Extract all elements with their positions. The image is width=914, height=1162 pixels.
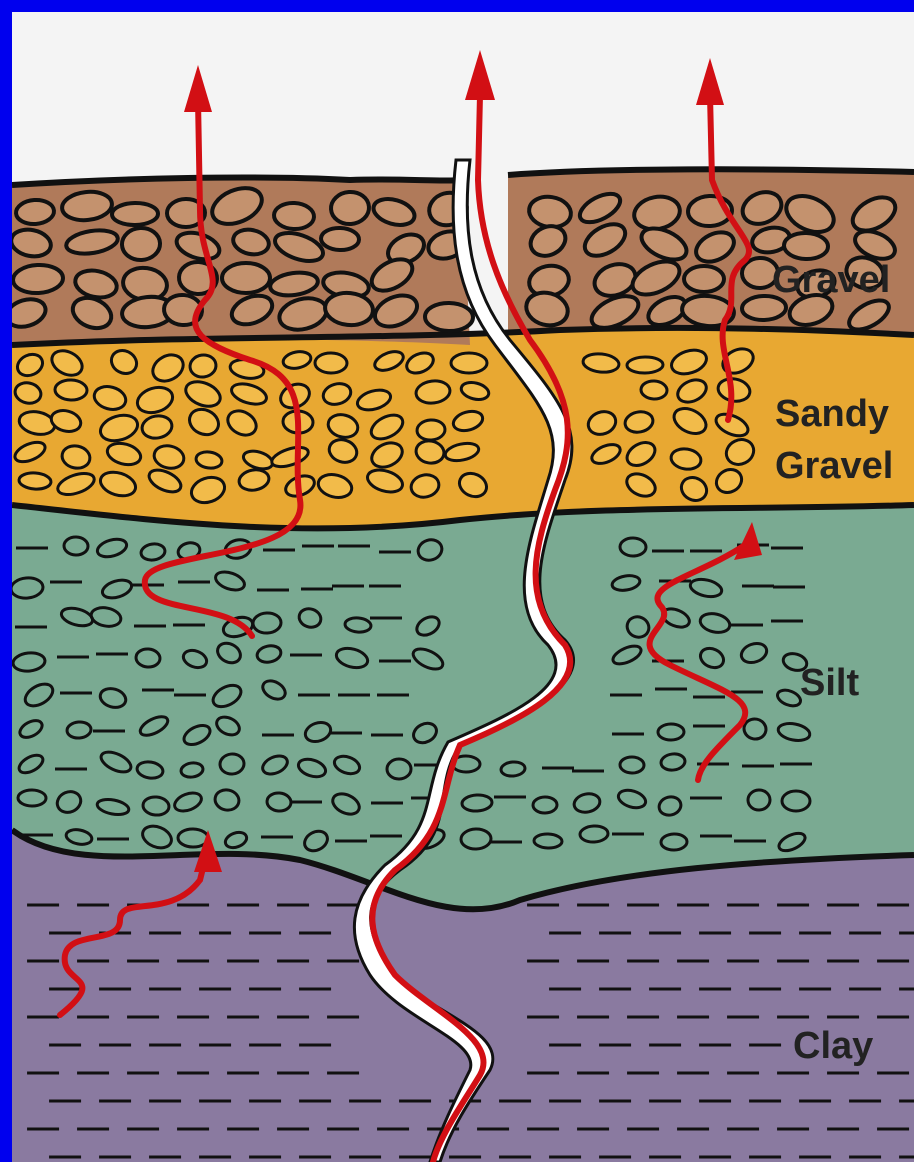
gravel-pebble (112, 203, 158, 226)
label-gravel-2: Gravel (775, 445, 893, 487)
sandy-pebble (18, 472, 51, 490)
sandy-gravel-texture (12, 344, 758, 507)
sandy-pebble (55, 379, 88, 400)
gravel-pebble (15, 199, 55, 226)
sandy-pebble (627, 357, 663, 374)
label-silt: Silt (800, 662, 859, 704)
label-sandy: Sandy (775, 393, 889, 435)
gravel-pebble (784, 232, 829, 260)
sandy-pebble (451, 353, 487, 373)
gravel-pebble (425, 303, 473, 332)
gravel-pebble (273, 202, 314, 230)
sandy-pebble (641, 380, 668, 399)
gravel-pebble (121, 227, 161, 261)
gravel-pebble (321, 227, 360, 250)
gravel-pebble (222, 263, 270, 293)
gravel-pebble (330, 191, 370, 226)
sandy-pebble (416, 419, 445, 441)
label-clay: Clay (793, 1025, 873, 1067)
label-gravel: Gravel (772, 259, 890, 301)
sandy-pebble (315, 353, 347, 374)
gravel-pebble (684, 266, 724, 292)
gravel-pebble (12, 264, 63, 295)
